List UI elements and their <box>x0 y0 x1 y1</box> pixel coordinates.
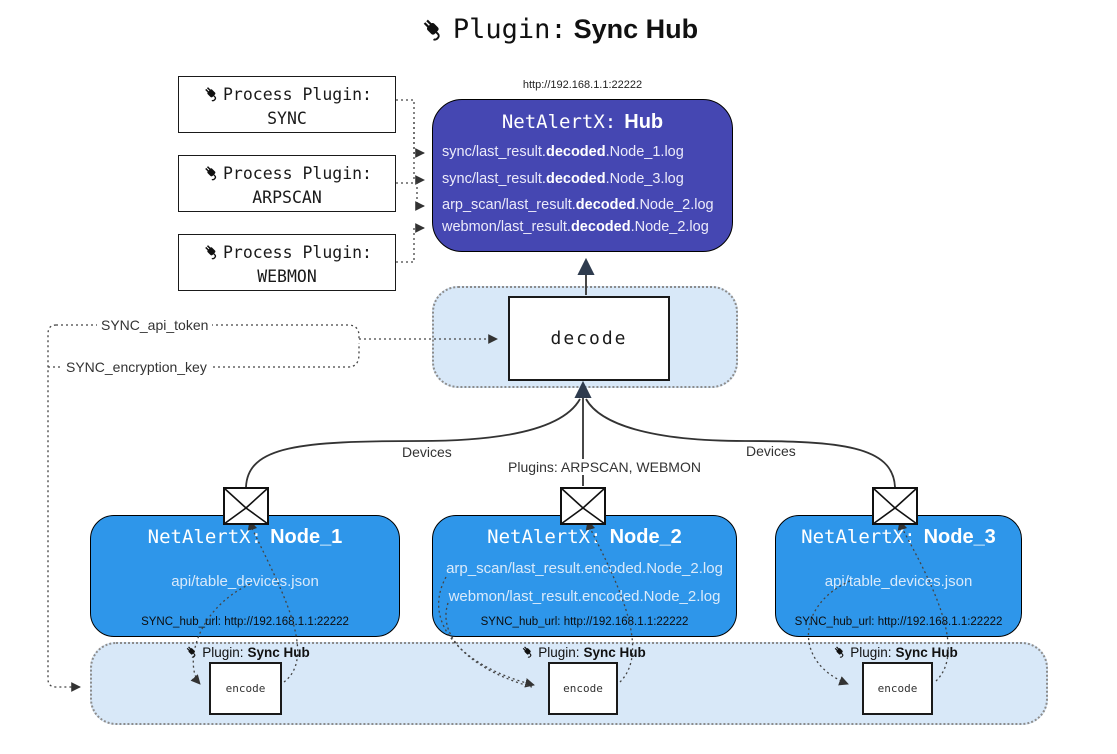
encode-box: encode <box>209 662 282 715</box>
hub-log-line: arp_scan/last_result.decoded.Node_2.log <box>442 197 714 213</box>
hub-log-line: webmon/last_result.decoded.Node_2.log <box>442 219 709 235</box>
plug-icon <box>202 84 221 103</box>
strip-plugin-prefix: Plugin: <box>202 645 244 660</box>
devices-label-right: Devices <box>742 443 800 459</box>
strip-plugin-prefix: Plugin: <box>538 645 580 660</box>
node-file: api/table_devices.json <box>171 573 319 590</box>
process-plugin-label: Process Plugin: <box>222 243 372 262</box>
node-hub-url: SYNC_hub_url: http://192.168.1.1:22222 <box>480 616 689 628</box>
hub-log-line: sync/last_result.decoded.Node_3.log <box>442 171 684 187</box>
strip-plugin-label: Plugin:Sync Hub <box>184 644 310 660</box>
node-title: NetAlertX: Node_1 <box>91 526 399 549</box>
hub-log-line: sync/last_result.decoded.Node_1.log <box>442 144 684 160</box>
node-hub-url: SYNC_hub_url: http://192.168.1.1:22222 <box>141 616 349 628</box>
node-title-name: Node_2 <box>609 526 682 548</box>
plug-icon <box>520 644 535 659</box>
process-plugin-label: Process Plugin: <box>222 164 372 183</box>
hub-box: NetAlertX: Hub sync/last_result.decoded.N… <box>432 99 733 252</box>
page-title-name: Sync Hub <box>573 14 699 44</box>
process-plugin-box-webmon: Process Plugin: WEBMON <box>178 234 396 291</box>
process-plugin-box-sync: Process Plugin: SYNC <box>178 76 396 133</box>
plug-icon <box>202 242 221 261</box>
node-title-prefix: NetAlertX: <box>801 526 916 548</box>
process-plugin-box-arpscan: Process Plugin: ARPSCAN <box>178 155 396 212</box>
encode-box: encode <box>862 662 933 715</box>
plug-icon <box>202 163 221 182</box>
strip-plugin-label: Plugin:Sync Hub <box>520 644 646 660</box>
sync-encryption-key-label: SYNC_encryption_key <box>62 359 211 375</box>
envelope-icon <box>872 487 918 525</box>
process-plugin-label: Process Plugin: <box>222 85 372 104</box>
process-plugin-name: ARPSCAN <box>252 187 322 207</box>
strip-plugin-prefix: Plugin: <box>850 645 892 660</box>
node-hub-url: SYNC_hub_url: http://192.168.1.1:22222 <box>794 616 1003 628</box>
plug-icon <box>184 644 199 659</box>
node-title-name: Node_1 <box>270 526 343 548</box>
encode-box: encode <box>548 662 618 715</box>
decode-box: decode <box>508 296 670 381</box>
node-box-node-2: NetAlertX: Node_2 arp_scan/last_result.en… <box>432 515 737 637</box>
sync-api-token-label: SYNC_api_token <box>97 317 213 333</box>
hub-title: NetAlertX: Hub <box>433 111 732 134</box>
hub-title-name: Hub <box>624 111 664 133</box>
node-file: arp_scan/last_result.encoded.Node_2.log <box>446 560 723 577</box>
strip-plugin-name: Sync Hub <box>583 645 646 660</box>
page-title: Plugin:Sync Hub <box>0 14 1117 45</box>
plugins-label: Plugins: ARPSCAN, WEBMON <box>504 459 705 475</box>
hub-url-label: http://192.168.1.1:22222 <box>522 79 643 91</box>
hub-title-prefix: NetAlertX: <box>501 111 617 133</box>
node-title-name: Node_3 <box>923 526 996 548</box>
strip-plugin-name: Sync Hub <box>247 645 310 660</box>
node-file: api/table_devices.json <box>824 573 973 590</box>
node-box-node-1: NetAlertX:Node_1 api/table_devices.json … <box>90 515 400 637</box>
node-title-prefix: NetAlertX: <box>147 526 263 548</box>
plug-icon <box>419 15 447 43</box>
strip-plugin-name: Sync Hub <box>895 645 958 660</box>
process-plugin-name: SYNC <box>267 108 307 128</box>
envelope-icon <box>560 487 606 525</box>
strip-plugin-label: Plugin:Sync Hub <box>832 644 958 660</box>
node-title: NetAlertX: Node_3 <box>776 526 1021 549</box>
process-plugin-name: WEBMON <box>257 266 317 286</box>
node-title-prefix: NetAlertX: <box>487 526 602 548</box>
node-box-node-3: NetAlertX:Node_3 api/table_devices.json … <box>775 515 1022 637</box>
node-file: webmon/last_result.encoded.Node_2.log <box>448 588 721 605</box>
plug-icon <box>832 644 847 659</box>
envelope-icon <box>223 487 269 525</box>
page-title-prefix: Plugin: <box>452 14 567 45</box>
devices-label-left: Devices <box>398 444 456 460</box>
node-title: NetAlertX: Node_2 <box>433 526 736 549</box>
